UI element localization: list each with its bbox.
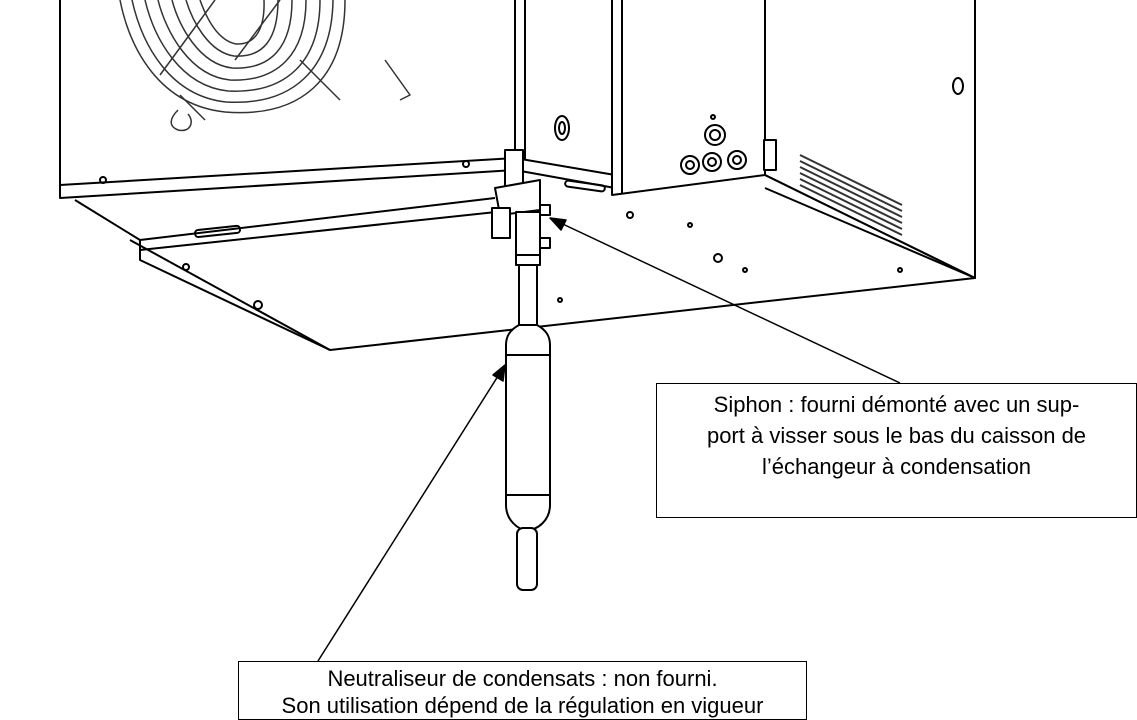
neutraliser-callout: Neutraliseur de condensats : non fourni.… xyxy=(238,661,807,720)
neutraliser-callout-line-1: Neutraliseur de condensats : non fourni. xyxy=(327,666,718,691)
middle-column xyxy=(514,0,616,189)
base-plate xyxy=(74,179,976,351)
siphon xyxy=(491,149,551,258)
siphon-callout-line-1: Siphon : fourni démonté avec un sup- xyxy=(713,392,1080,417)
siphon-callout-line-3: l’échangeur à condensation xyxy=(761,454,1032,479)
neutraliser xyxy=(505,254,551,591)
siphon-callout-line-2: port à visser sous le bas du caisson de xyxy=(706,423,1087,448)
siphon-callout: Siphon : fourni démonté avec un sup- por… xyxy=(656,383,1137,518)
neutraliser-callout-line-2: Son utilisation dépend de la régulation … xyxy=(281,693,764,718)
leader-lines xyxy=(317,217,901,662)
fan-guard xyxy=(119,0,411,132)
right-unit xyxy=(611,0,976,279)
